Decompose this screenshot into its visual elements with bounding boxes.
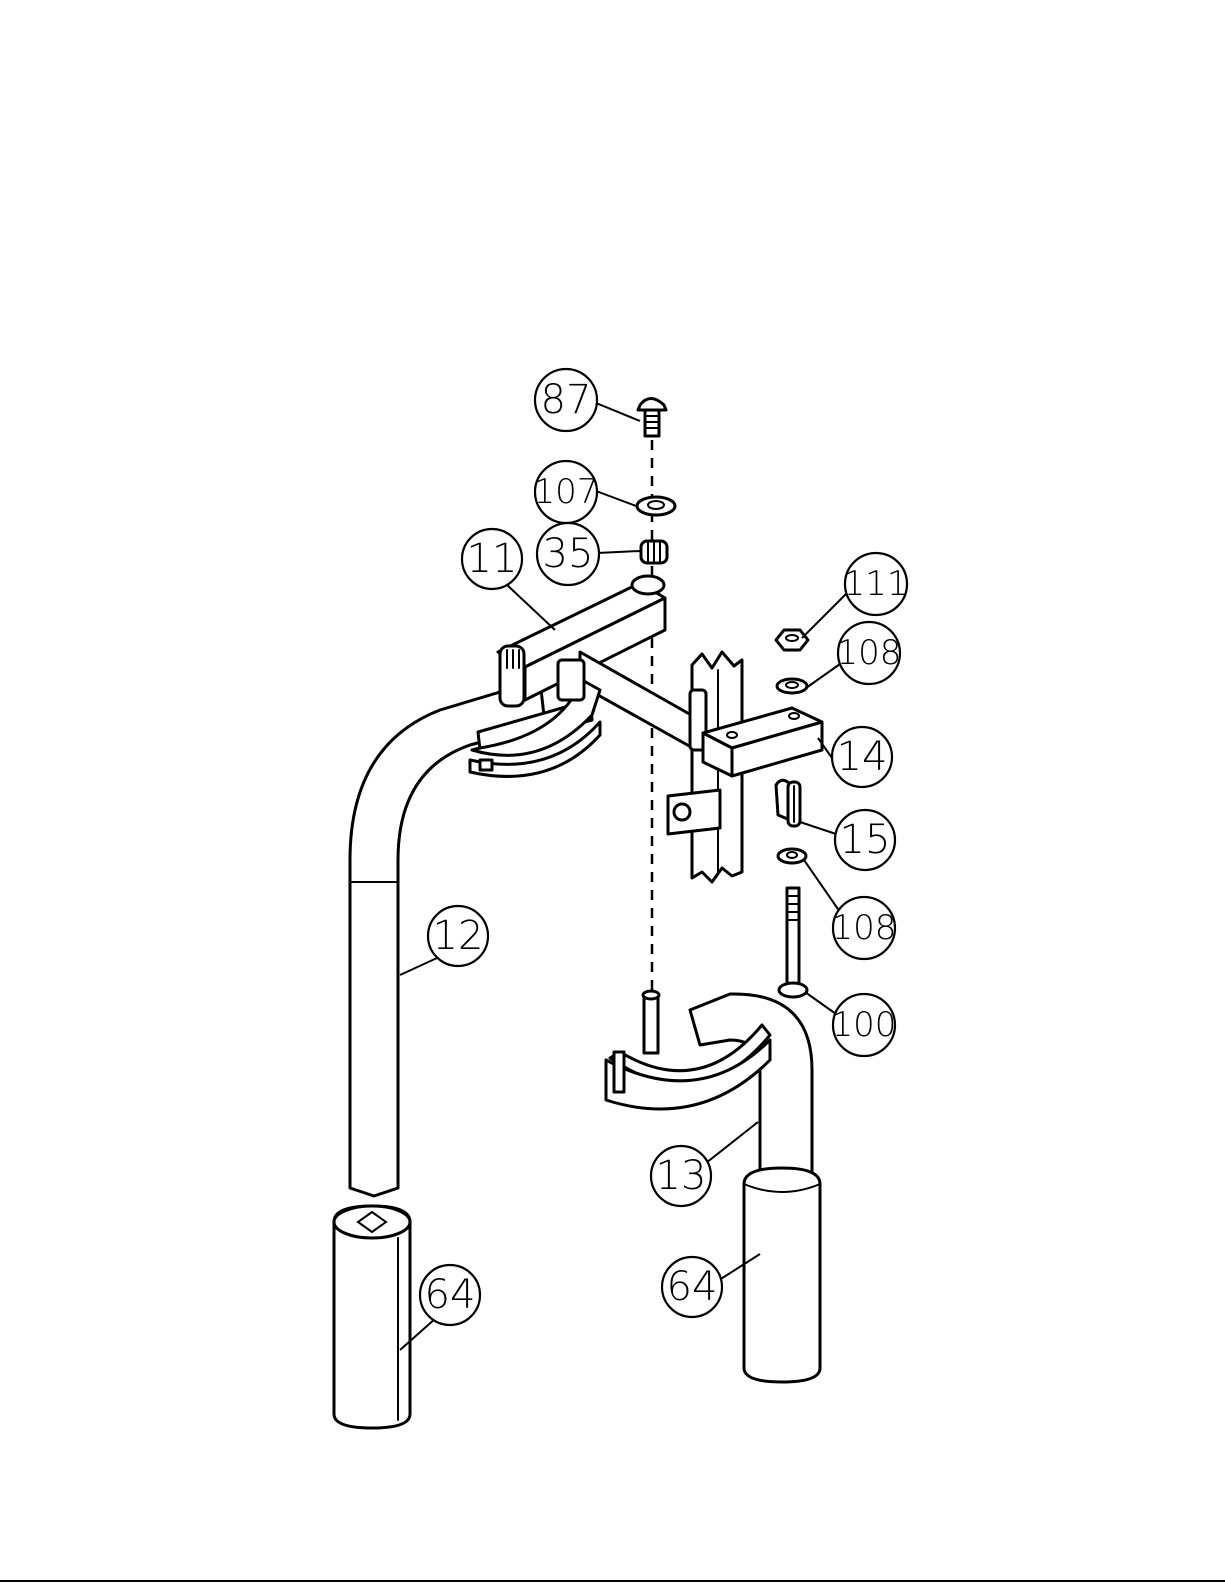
callout-14: 14	[832, 727, 892, 787]
bushing-35	[641, 541, 667, 563]
callout-111: 111	[844, 553, 909, 615]
nut-111	[776, 630, 808, 650]
callout-13-label: 13	[656, 1153, 707, 1199]
callout-15-label: 15	[840, 817, 891, 863]
callout-108-lower-label: 108	[832, 908, 897, 948]
callout-64-left: 64	[420, 1265, 480, 1325]
sleeve-15	[776, 780, 800, 826]
callout-35-label: 35	[543, 531, 594, 577]
callout-35: 35	[537, 523, 599, 585]
page-bottom-rule	[0, 1580, 1225, 1582]
callout-64-left-label: 64	[425, 1272, 476, 1318]
callout-107-label: 107	[534, 472, 599, 512]
callout-14-label: 14	[837, 734, 888, 780]
washer-107	[637, 497, 675, 515]
leg-tube-13	[606, 991, 812, 1180]
callout-15: 15	[835, 810, 895, 870]
callout-11: 11	[462, 529, 522, 589]
callout-100: 100	[832, 994, 897, 1056]
callout-13: 13	[651, 1146, 711, 1206]
callout-100-label: 100	[832, 1005, 897, 1045]
callout-107: 107	[534, 461, 599, 523]
callout-87-label: 87	[541, 377, 592, 423]
callout-111-label: 111	[844, 564, 909, 604]
callout-12: 12	[428, 906, 488, 966]
foam-grip-64-left	[334, 1206, 410, 1428]
callout-12-label: 12	[433, 913, 484, 959]
bolt-100	[779, 888, 807, 997]
callout-108-lower: 108	[832, 897, 897, 959]
crossbar-11	[478, 576, 700, 752]
washer-108-lower	[778, 849, 806, 863]
callout-11-label: 11	[467, 536, 518, 582]
callout-108-upper-label: 108	[837, 633, 902, 673]
foam-grip-64-right	[744, 1168, 820, 1382]
bolt-87	[638, 399, 666, 437]
callout-64-right: 64	[662, 1257, 722, 1317]
callout-108-upper: 108	[837, 622, 902, 684]
washer-108-upper	[777, 679, 807, 693]
callout-64-right-label: 64	[667, 1264, 718, 1310]
callout-87: 87	[535, 369, 597, 431]
